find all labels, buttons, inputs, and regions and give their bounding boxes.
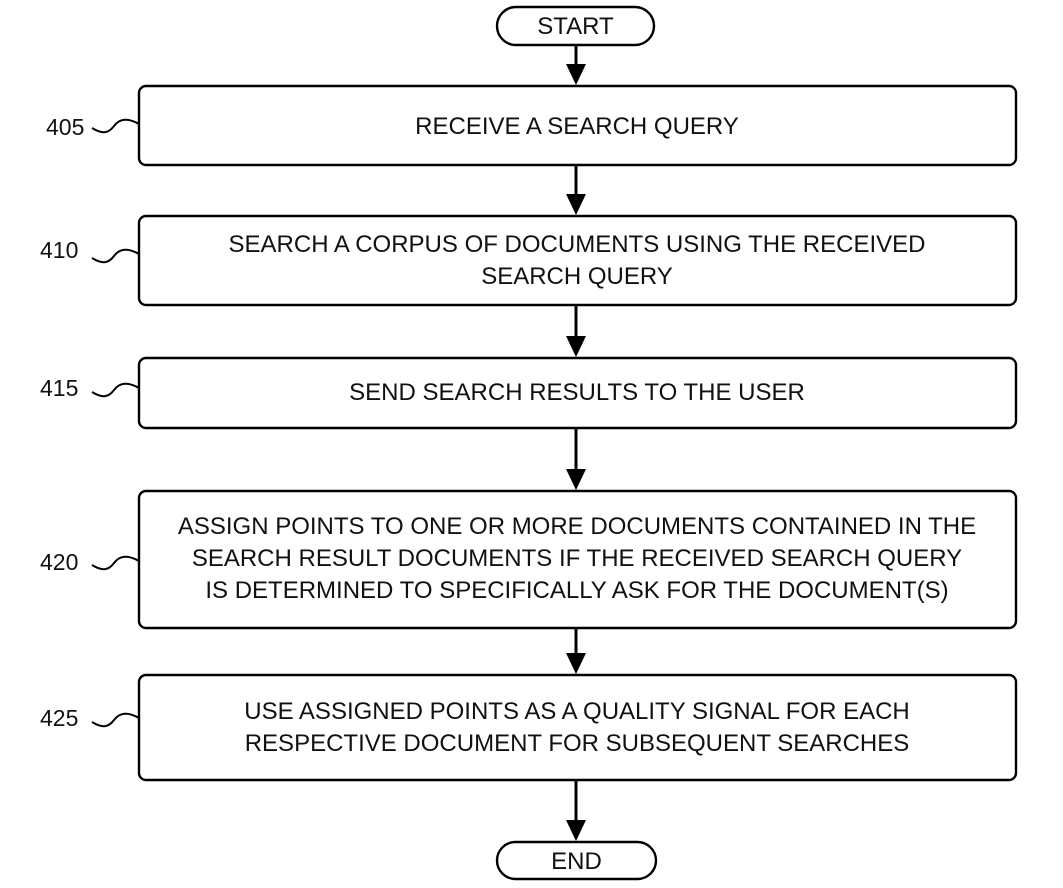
step-410: SEARCH A CORPUS OF DOCUMENTS USING THE R… [40, 216, 1016, 305]
arrow-415-to-420 [566, 428, 586, 490]
arrow-425-to-end [566, 780, 586, 841]
step-text-line: SEARCH A CORPUS OF DOCUMENTS USING THE R… [229, 231, 926, 258]
step-text-line: RESPECTIVE DOCUMENT FOR SUBSEQUENT SEARC… [245, 730, 910, 757]
step-text-line: SEND SEARCH RESULTS TO THE USER [349, 379, 805, 406]
step-text-line: RECEIVE A SEARCH QUERY [415, 113, 739, 140]
arrow-420-to-425 [566, 628, 586, 674]
reference-numeral: 410 [40, 237, 78, 263]
step-text-line: SEARCH QUERY [481, 263, 673, 290]
arrow-start-to-405 [566, 45, 586, 85]
reference-leader [92, 250, 139, 263]
step-415: SEND SEARCH RESULTS TO THE USER 415 [40, 358, 1016, 428]
start-label: START [537, 13, 614, 40]
reference-leader [92, 384, 139, 397]
end-terminator: END [497, 842, 656, 879]
step-text-line: USE ASSIGNED POINTS AS A QUALITY SIGNAL … [244, 698, 910, 725]
step-425: USE ASSIGNED POINTS AS A QUALITY SIGNAL … [40, 675, 1016, 780]
step-text-line: ASSIGN POINTS TO ONE OR MORE DOCUMENTS C… [178, 513, 976, 540]
arrow-405-to-410 [566, 165, 586, 215]
step-text-line: IS DETERMINED TO SPECIFICALLY ASK FOR TH… [205, 577, 948, 604]
step-420: ASSIGN POINTS TO ONE OR MORE DOCUMENTS C… [40, 491, 1016, 628]
reference-leader [92, 557, 139, 570]
reference-numeral: 405 [46, 114, 84, 140]
reference-numeral: 425 [40, 705, 78, 731]
step-text-line: SEARCH RESULT DOCUMENTS IF THE RECEIVED … [192, 545, 962, 572]
reference-numeral: 420 [40, 549, 78, 575]
reference-leader [92, 714, 139, 727]
end-label: END [551, 848, 602, 875]
arrow-410-to-415 [566, 305, 586, 357]
start-terminator: START [497, 7, 654, 45]
reference-numeral: 415 [40, 375, 78, 401]
reference-leader [92, 120, 139, 133]
step-box [139, 216, 1016, 305]
step-box [139, 675, 1016, 780]
step-405: RECEIVE A SEARCH QUERY 405 [46, 86, 1016, 165]
